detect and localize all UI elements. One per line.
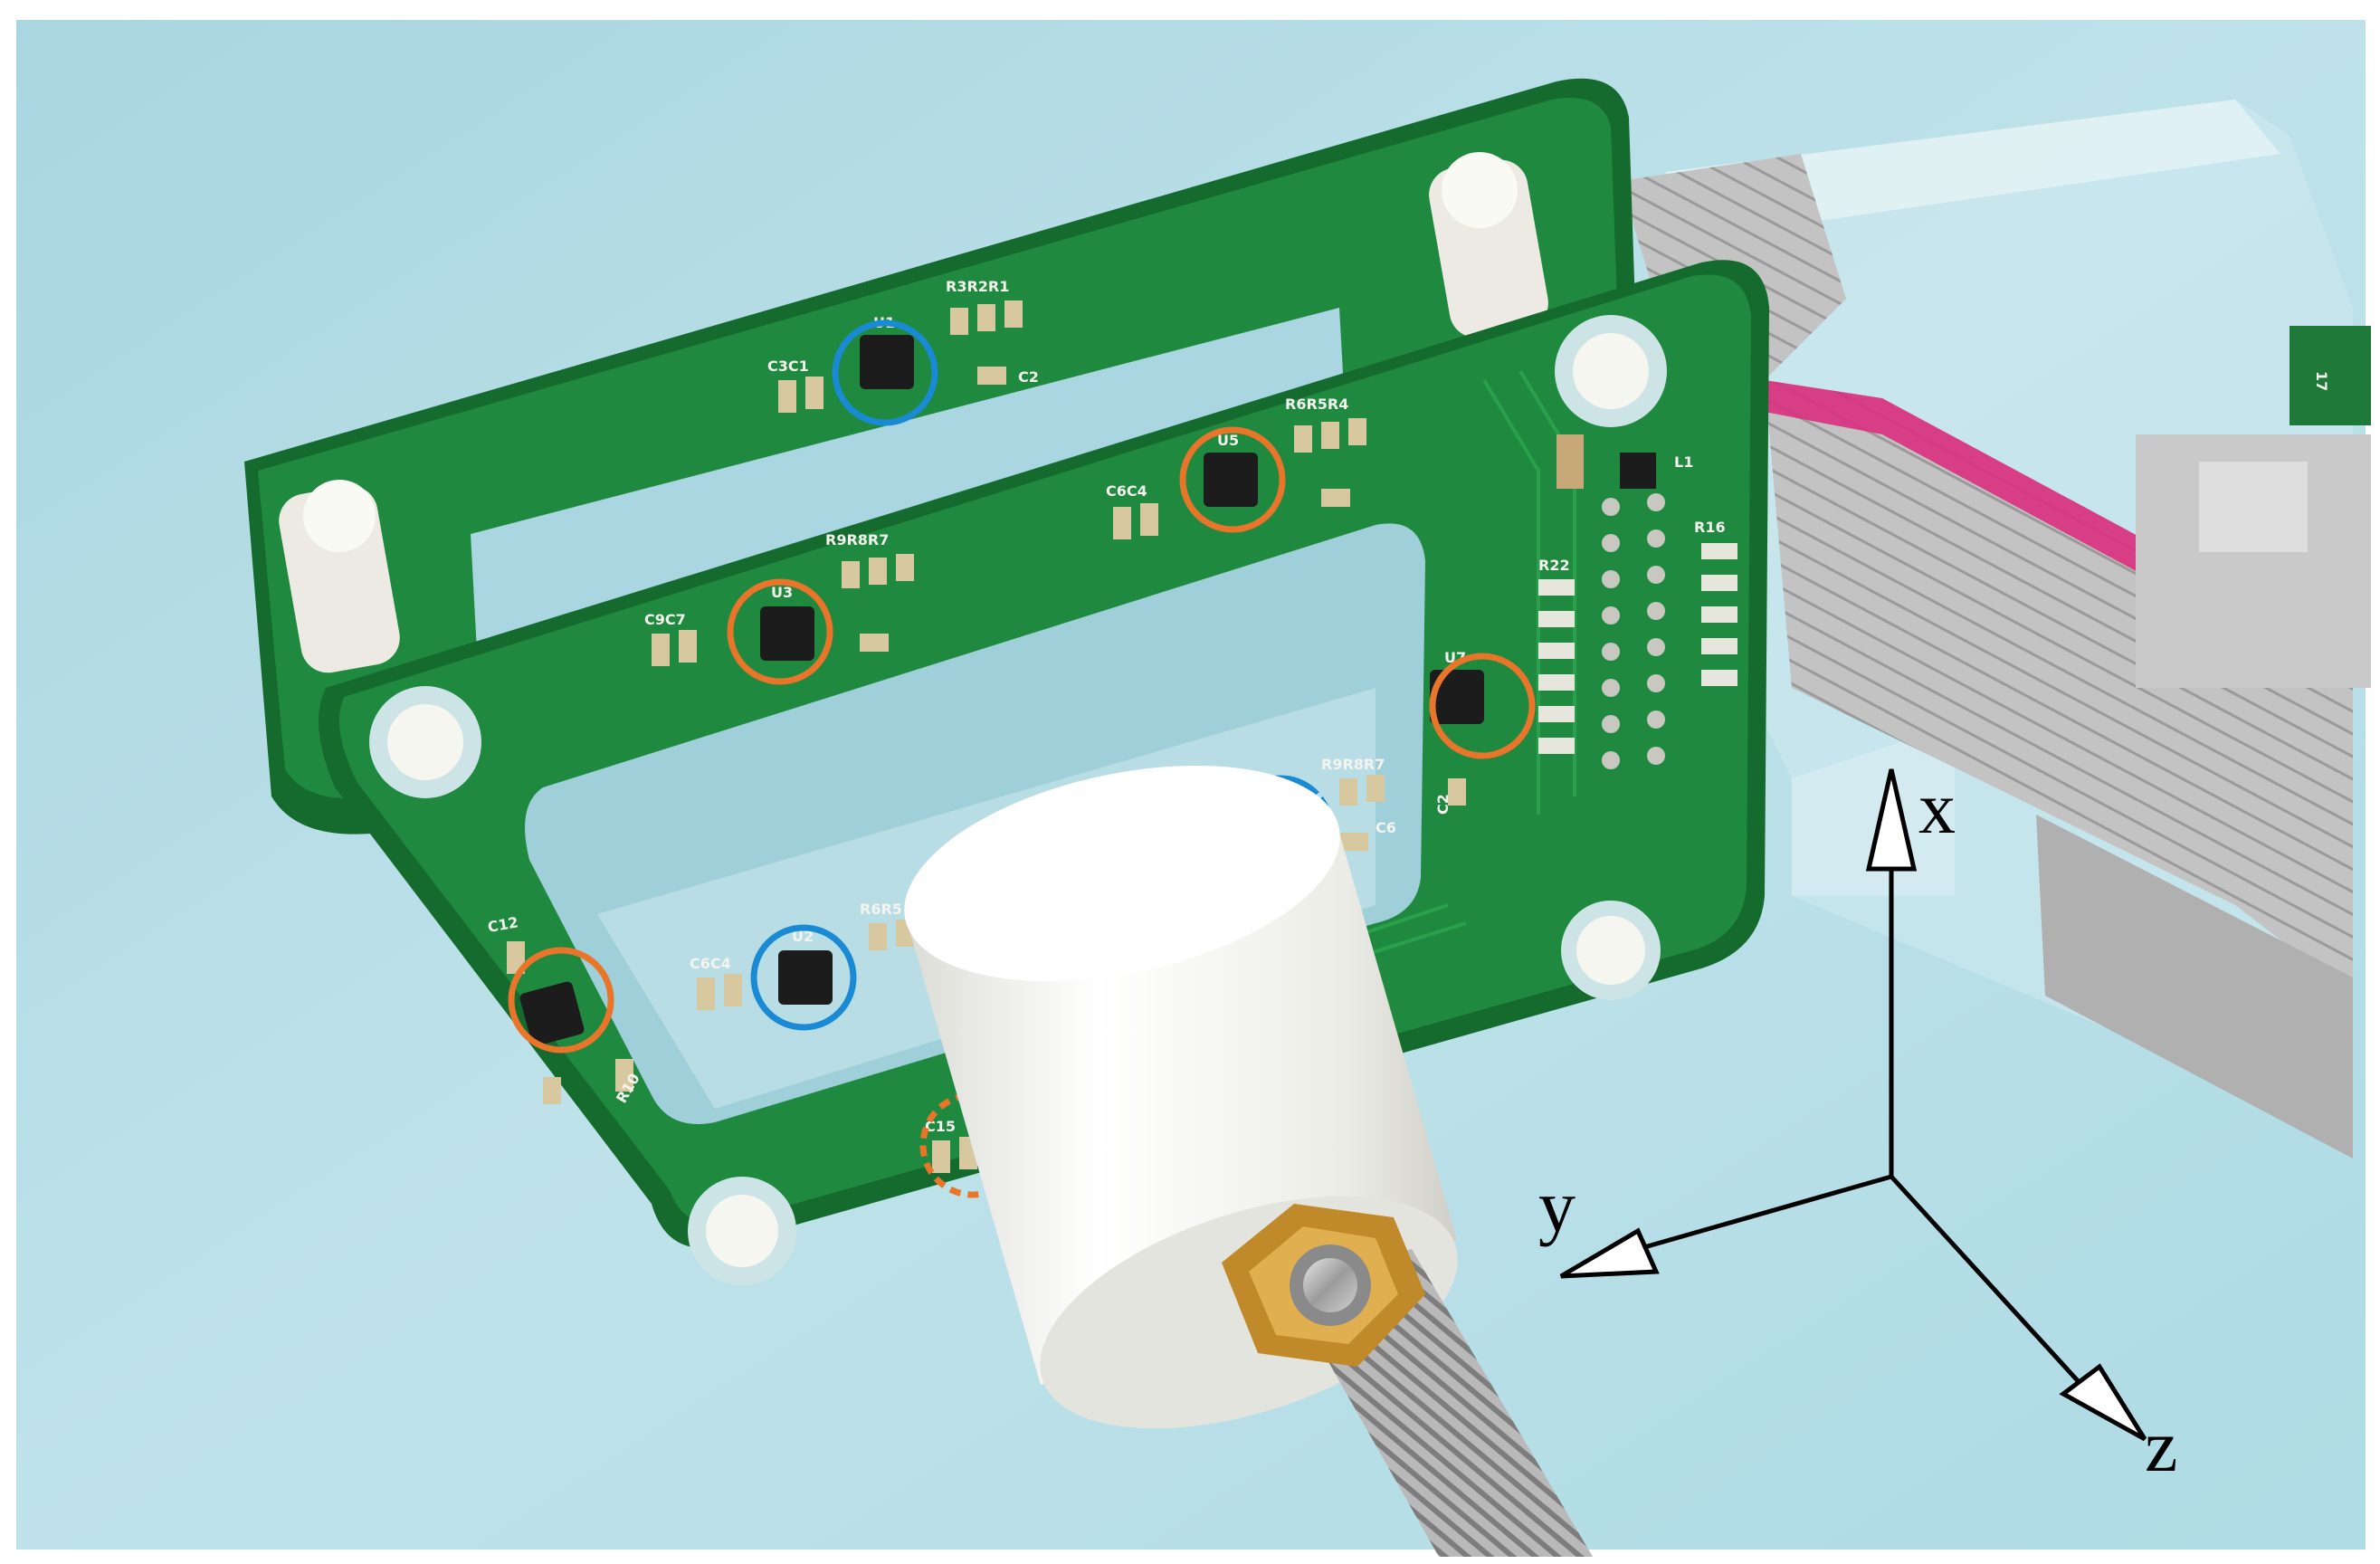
orange-circle-u7 [1429, 653, 1536, 759]
x-axis-arrowhead [1865, 768, 1918, 872]
front-c-left-label: C6C4 [1106, 482, 1147, 500]
front-r16-label: R16 [1694, 519, 1726, 536]
x-axis-label: x [1918, 767, 1956, 849]
z-axis-arrowhead [2059, 1363, 2147, 1442]
y-axis-line [1637, 1174, 1892, 1252]
front-r-low-label: R9R8R7 [1321, 756, 1385, 773]
ribbon-cable: 17 [1620, 154, 2371, 1159]
blue-circle-u2 [750, 924, 857, 1031]
front-c-mid-label: C9C7 [644, 611, 686, 628]
ribbon-tag-label: 17 [2313, 371, 2330, 391]
blue-circle-back-u1 [832, 319, 938, 426]
front-r-u2-label: R6R5 [860, 901, 902, 918]
front-c-u2-label: C6C4 [690, 955, 731, 972]
front-u2-label: U2 [792, 928, 814, 945]
coordinate-axes [1559, 768, 2147, 1442]
front-u3a-label: U3 [771, 584, 793, 601]
front-r-top-label: R6R5R4 [1285, 396, 1348, 413]
front-u5-label: U5 [1217, 432, 1239, 449]
front-l1-label: L1 [1674, 453, 1693, 471]
z-axis-label: z [2145, 1405, 2177, 1487]
front-c15-label: C15 [925, 1118, 956, 1135]
z-axis-line [1890, 1175, 2083, 1387]
y-axis-label: y [1538, 1165, 1576, 1247]
threaded-rod [1222, 1204, 1593, 1557]
header-pins [1602, 493, 1665, 769]
orange-circle-u3 [727, 578, 833, 685]
orange-circle-u5 [1179, 426, 1286, 533]
front-r22-label: R22 [1538, 557, 1570, 574]
front-c2-label: C2 [1434, 794, 1452, 815]
orange-circle-u-left [508, 947, 614, 1054]
front-r-mid-label: R9R8R7 [825, 531, 889, 548]
back-r-top-label: R3R2R1 [946, 278, 1009, 295]
front-c6-label: C6 [1376, 819, 1396, 836]
back-c2-label: C2 [1018, 368, 1039, 386]
back-c-left-label: C3C1 [767, 358, 809, 375]
y-axis-arrowhead [1559, 1227, 1660, 1279]
